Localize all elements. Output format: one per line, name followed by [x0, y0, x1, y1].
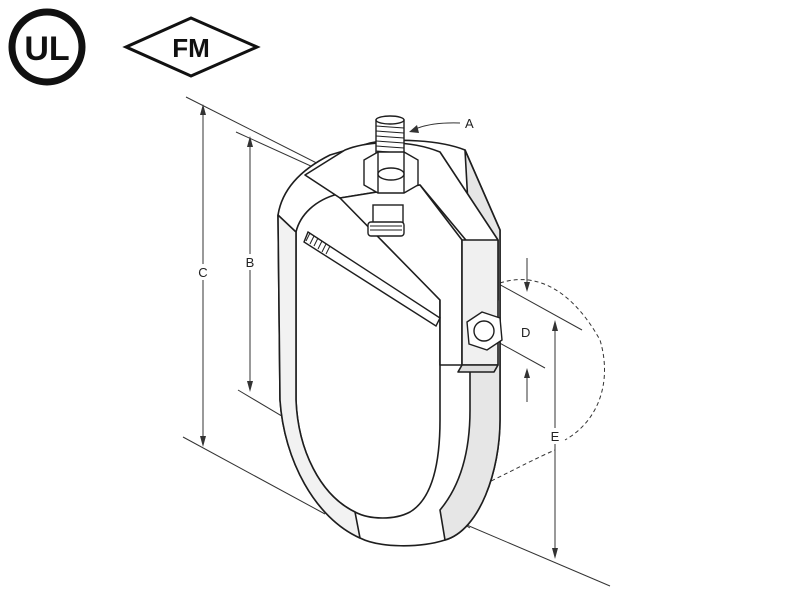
dimension-label-a: A — [465, 116, 474, 131]
fm-logo: FM — [122, 16, 261, 78]
clevis-hanger — [277, 139, 501, 547]
fm-logo-text: FM — [172, 33, 210, 63]
dimension-label-e: E — [551, 429, 560, 444]
dimension-label-d: D — [521, 325, 530, 340]
cross-bolt — [303, 230, 503, 351]
dimension-label-c: C — [198, 265, 207, 280]
cross-bolt-thread — [305, 232, 331, 255]
dimension-label-b: B — [246, 255, 255, 270]
dimension-label-group: C B A D E — [195, 116, 563, 444]
dimension-arrowheads — [200, 104, 558, 559]
ul-logo-text: UL — [24, 30, 69, 68]
ul-logo: UL — [8, 8, 86, 86]
threaded-rod — [363, 115, 419, 237]
